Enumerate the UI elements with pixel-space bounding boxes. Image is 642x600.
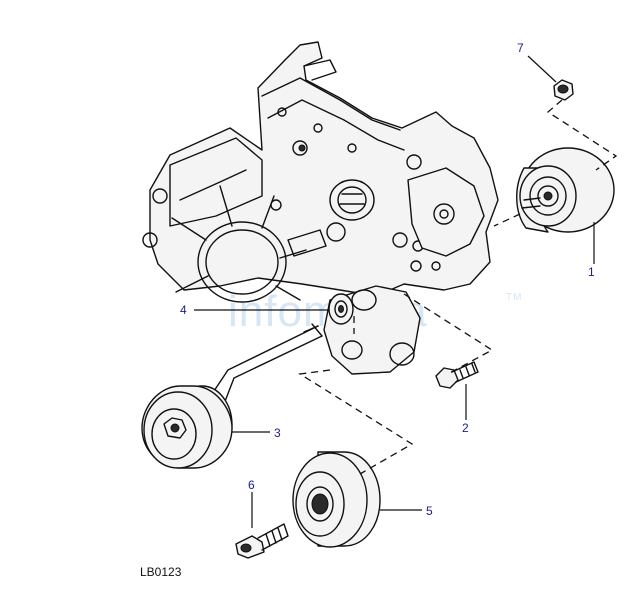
drawing-reference: LB0123	[140, 565, 182, 579]
callout-7: 7	[517, 41, 524, 55]
part-7-nut	[553, 79, 574, 101]
leader-lines	[194, 55, 595, 528]
part-6-cap-screw	[235, 523, 289, 559]
watermark-trademark: TM	[506, 292, 522, 303]
part-2-bolt	[435, 361, 479, 389]
part-1-idler-pulley	[516, 147, 615, 233]
callout-5: 5	[426, 504, 433, 518]
callout-6: 6	[248, 478, 255, 492]
part-3-tensioner-pulley	[141, 323, 323, 469]
callout-2: 2	[462, 421, 469, 435]
callout-1: 1	[588, 265, 595, 279]
part-4-spacer-washer	[328, 293, 354, 325]
engine-front-cover	[142, 41, 499, 375]
part-5-idler-pulley	[292, 451, 381, 548]
callout-4: 4	[180, 303, 187, 317]
callout-3: 3	[274, 426, 281, 440]
assembly-lines	[298, 99, 618, 475]
